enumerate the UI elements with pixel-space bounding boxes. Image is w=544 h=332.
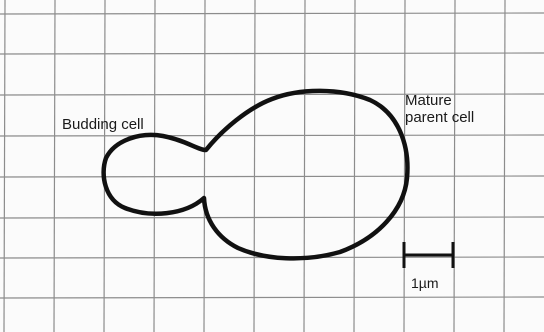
grid-line-v [404, 0, 405, 332]
grid-line-v [204, 0, 205, 332]
budding-cell-label: Budding cell [62, 116, 144, 133]
grid-line-h [0, 13, 544, 14]
scale-bar [404, 242, 453, 268]
grid-line-v [54, 0, 55, 332]
grid-line-v [154, 0, 155, 332]
grid-line-v [4, 0, 5, 332]
grid-line-v [454, 0, 455, 332]
grid-line-h [0, 176, 544, 177]
grid-line-v [304, 0, 305, 332]
cell-outline [104, 91, 408, 259]
grid-line-h [0, 53, 544, 54]
grid-line-v [354, 0, 355, 332]
grid-line-h [0, 297, 544, 298]
grid-line-v [254, 0, 255, 332]
grid-line-h [0, 217, 544, 218]
grid-line-v [504, 0, 505, 332]
mature-parent-cell-label: Mature parent cell [405, 92, 474, 126]
mature-parent-label-line1: Mature [405, 92, 474, 109]
scale-bar-label: 1µm [411, 275, 439, 292]
mature-parent-label-line2: parent cell [405, 109, 474, 126]
grid-line-h [0, 135, 544, 136]
